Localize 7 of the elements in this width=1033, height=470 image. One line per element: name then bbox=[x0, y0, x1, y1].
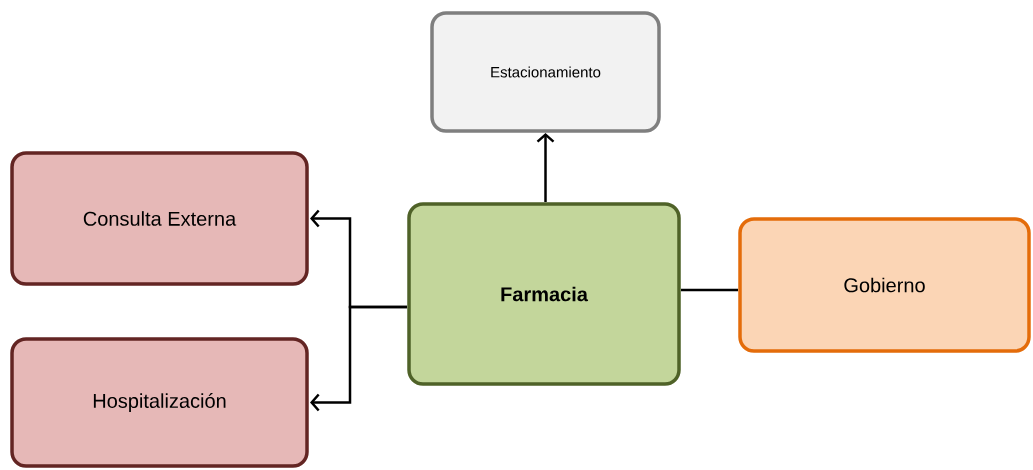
process-box: Estacionamiento bbox=[430, 11, 661, 133]
arrow bbox=[310, 305, 407, 412]
process-box: Farmacia bbox=[407, 202, 681, 386]
process-box: Hospitalización bbox=[10, 337, 309, 468]
process-box: Gobierno bbox=[738, 217, 1031, 353]
process-box: Consulta Externa bbox=[10, 151, 309, 286]
arrow bbox=[536, 133, 555, 202]
